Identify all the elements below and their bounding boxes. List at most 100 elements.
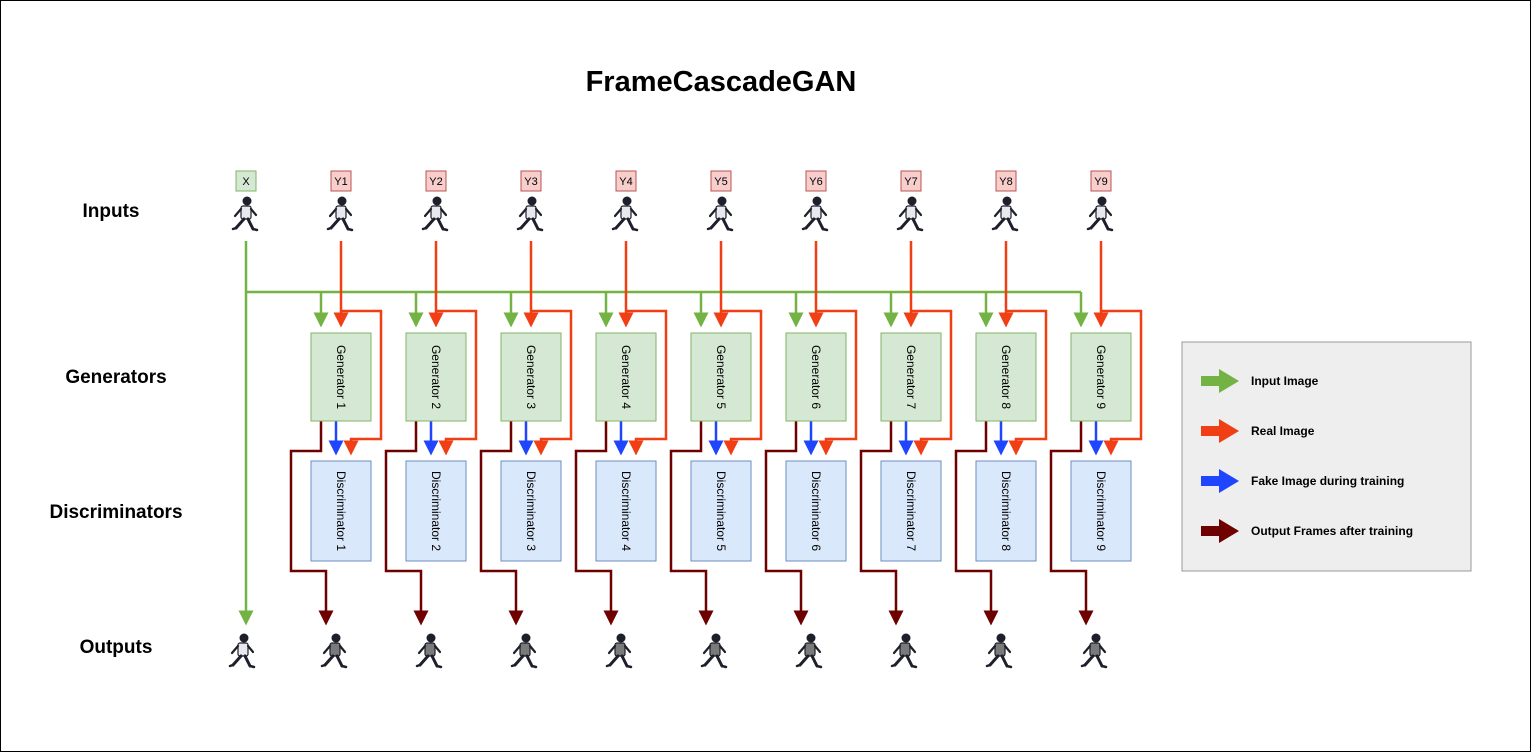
generator-5-label: Generator 5 bbox=[714, 345, 728, 409]
arrow-output-frame-1 bbox=[289, 421, 334, 626]
legend-label-1: Input Image bbox=[1251, 374, 1319, 388]
legend-arrow-icon-1 bbox=[1219, 369, 1239, 393]
generator-7: Generator 7 bbox=[880, 332, 942, 422]
discriminator-4: Discriminator 4 bbox=[595, 460, 657, 562]
row-label-discriminators: Discriminators bbox=[49, 502, 182, 523]
row-label-generators: Generators bbox=[65, 367, 166, 388]
arrow-output-frame-8 bbox=[954, 421, 999, 626]
discriminator-8: Discriminator 8 bbox=[975, 460, 1037, 562]
input-tag-y3: Y3 bbox=[520, 170, 542, 192]
input-figure-y4 bbox=[611, 196, 639, 232]
input-tag-y4: Y4 bbox=[615, 170, 637, 192]
input-tag-x-text: X bbox=[242, 176, 250, 188]
output-figure-5 bbox=[700, 633, 728, 669]
discriminator-6: Discriminator 6 bbox=[785, 460, 847, 562]
input-figure-x bbox=[231, 196, 259, 232]
discriminator-9: Discriminator 9 bbox=[1070, 460, 1132, 562]
diagram-title: FrameCascadeGAN bbox=[586, 66, 857, 98]
discriminator-3: Discriminator 3 bbox=[500, 460, 562, 562]
output-figure-9 bbox=[1080, 633, 1108, 669]
discriminator-1-label: Discriminator 1 bbox=[334, 471, 348, 551]
generator-3-label: Generator 3 bbox=[524, 345, 538, 409]
discriminator-2-label: Discriminator 2 bbox=[429, 471, 443, 551]
input-tag-y1-text: Y1 bbox=[334, 176, 347, 188]
generator-5: Generator 5 bbox=[690, 332, 752, 422]
generator-2-label: Generator 2 bbox=[429, 345, 443, 409]
input-figure-y8 bbox=[991, 196, 1019, 232]
input-tag-y4-text: Y4 bbox=[619, 176, 632, 188]
input-tag-y2-text: Y2 bbox=[429, 176, 442, 188]
generator-8-label: Generator 8 bbox=[999, 345, 1013, 409]
discriminator-2: Discriminator 2 bbox=[405, 460, 467, 562]
legend-arrow-shaft-2 bbox=[1201, 426, 1221, 436]
input-figure-y3 bbox=[516, 196, 544, 232]
legend-arrow-shaft-3 bbox=[1201, 476, 1221, 486]
arrow-real-to-discriminator-2 bbox=[436, 309, 478, 456]
arrow-real-to-discriminator-6 bbox=[816, 309, 858, 456]
input-tag-y6-text: Y6 bbox=[809, 176, 822, 188]
arrow-real-to-discriminator-7 bbox=[911, 309, 953, 456]
input-tag-y2: Y2 bbox=[425, 170, 447, 192]
legend-item-2: Real Image bbox=[1201, 419, 1315, 443]
discriminator-7: Discriminator 7 bbox=[880, 460, 942, 562]
input-tag-y7-text: Y7 bbox=[904, 176, 917, 188]
output-figure-2 bbox=[415, 633, 443, 669]
input-tag-y3-text: Y3 bbox=[524, 176, 537, 188]
legend-label-4: Output Frames after training bbox=[1251, 524, 1413, 538]
discriminator-5-label: Discriminator 5 bbox=[714, 471, 728, 551]
output-figure-x bbox=[228, 633, 256, 669]
generator-4-label: Generator 4 bbox=[619, 345, 633, 409]
input-tag-y1: Y1 bbox=[330, 170, 352, 192]
arrow-real-to-discriminator-9 bbox=[1101, 309, 1143, 456]
legend-label-3: Fake Image during training bbox=[1251, 474, 1404, 488]
arrow-output-frame-7 bbox=[859, 421, 904, 626]
generator-4: Generator 4 bbox=[595, 332, 657, 422]
generator-7-label: Generator 7 bbox=[904, 345, 918, 409]
generator-6-label: Generator 6 bbox=[809, 345, 823, 409]
arrow-real-to-discriminator-5 bbox=[721, 309, 763, 456]
output-figure-1 bbox=[320, 633, 348, 669]
arrow-real-to-discriminator-8 bbox=[1006, 309, 1048, 456]
arrow-real-to-discriminator-4 bbox=[626, 309, 668, 456]
discriminator-8-label: Discriminator 8 bbox=[999, 471, 1013, 551]
legend-item-3: Fake Image during training bbox=[1201, 469, 1404, 493]
discriminator-4-label: Discriminator 4 bbox=[619, 471, 633, 551]
input-tag-y7: Y7 bbox=[900, 170, 922, 192]
arrow-output-frame-9 bbox=[1049, 421, 1094, 626]
generator-6: Generator 6 bbox=[785, 332, 847, 422]
discriminator-9-label: Discriminator 9 bbox=[1094, 471, 1108, 551]
legend-item-1: Input Image bbox=[1201, 369, 1319, 393]
generator-9: Generator 9 bbox=[1070, 332, 1132, 422]
discriminator-5: Discriminator 5 bbox=[690, 460, 752, 562]
input-figure-y7 bbox=[896, 196, 924, 232]
generator-9-label: Generator 9 bbox=[1094, 345, 1108, 409]
input-tag-x: X bbox=[235, 170, 257, 192]
generator-3: Generator 3 bbox=[500, 332, 562, 422]
arrow-real-to-discriminator-1 bbox=[341, 309, 383, 456]
generator-8: Generator 8 bbox=[975, 332, 1037, 422]
discriminator-3-label: Discriminator 3 bbox=[524, 471, 538, 551]
discriminator-7-label: Discriminator 7 bbox=[904, 471, 918, 551]
output-figure-4 bbox=[605, 633, 633, 669]
input-tag-y5-text: Y5 bbox=[714, 176, 727, 188]
input-tag-y6: Y6 bbox=[805, 170, 827, 192]
legend-arrow-shaft-1 bbox=[1201, 376, 1221, 386]
legend-arrow-icon-4 bbox=[1219, 519, 1239, 543]
output-figure-6 bbox=[795, 633, 823, 669]
input-figure-y1 bbox=[326, 196, 354, 232]
input-tag-y8-text: Y8 bbox=[999, 176, 1012, 188]
output-figure-8 bbox=[985, 633, 1013, 669]
arrow-output-frame-6 bbox=[764, 421, 809, 626]
input-figure-y5 bbox=[706, 196, 734, 232]
row-label-inputs: Inputs bbox=[83, 201, 140, 222]
legend-item-4: Output Frames after training bbox=[1201, 519, 1413, 543]
output-figure-7 bbox=[890, 633, 918, 669]
output-figure-3 bbox=[510, 633, 538, 669]
input-tag-y5: Y5 bbox=[710, 170, 732, 192]
arrow-output-frame-2 bbox=[384, 421, 429, 626]
legend-arrow-icon-2 bbox=[1219, 419, 1239, 443]
